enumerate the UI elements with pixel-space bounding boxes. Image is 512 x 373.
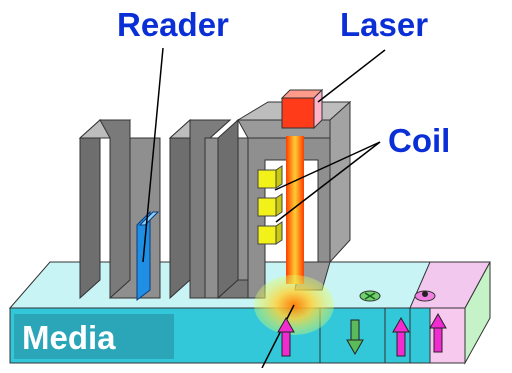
media-label-bg — [14, 314, 174, 359]
coil-leader-line — [274, 141, 381, 191]
laser-label: Laser — [340, 6, 429, 43]
media-leader-line — [261, 304, 295, 369]
shield-plate-side2 — [99, 119, 131, 300]
up-arrow-icon — [277, 316, 295, 357]
writer-frame-lower — [216, 279, 249, 299]
media-label: Media — [22, 319, 116, 356]
up-arrow-icon — [392, 316, 410, 357]
down-arrow-icon — [346, 319, 364, 356]
writer-frame-side — [217, 118, 239, 300]
up-arrow-icon — [429, 312, 447, 353]
bit-dot-center — [422, 291, 428, 297]
reader-element-front — [138, 211, 160, 226]
laser-beam — [286, 136, 304, 284]
reader-label: Reader — [117, 6, 229, 43]
laser-leader-line — [317, 49, 386, 103]
coil-label: Coil — [388, 122, 451, 159]
shield-plate-side — [79, 118, 101, 300]
shield-plate-side — [169, 118, 191, 300]
laser-source — [281, 97, 315, 129]
bit-cross-mark — [364, 292, 376, 300]
coil-blocks — [257, 165, 283, 245]
writer-frame-right — [329, 100, 351, 264]
reader-leader-line — [142, 47, 164, 263]
coil-leader-line — [275, 141, 381, 223]
shield-plate-side2 — [189, 119, 232, 299]
